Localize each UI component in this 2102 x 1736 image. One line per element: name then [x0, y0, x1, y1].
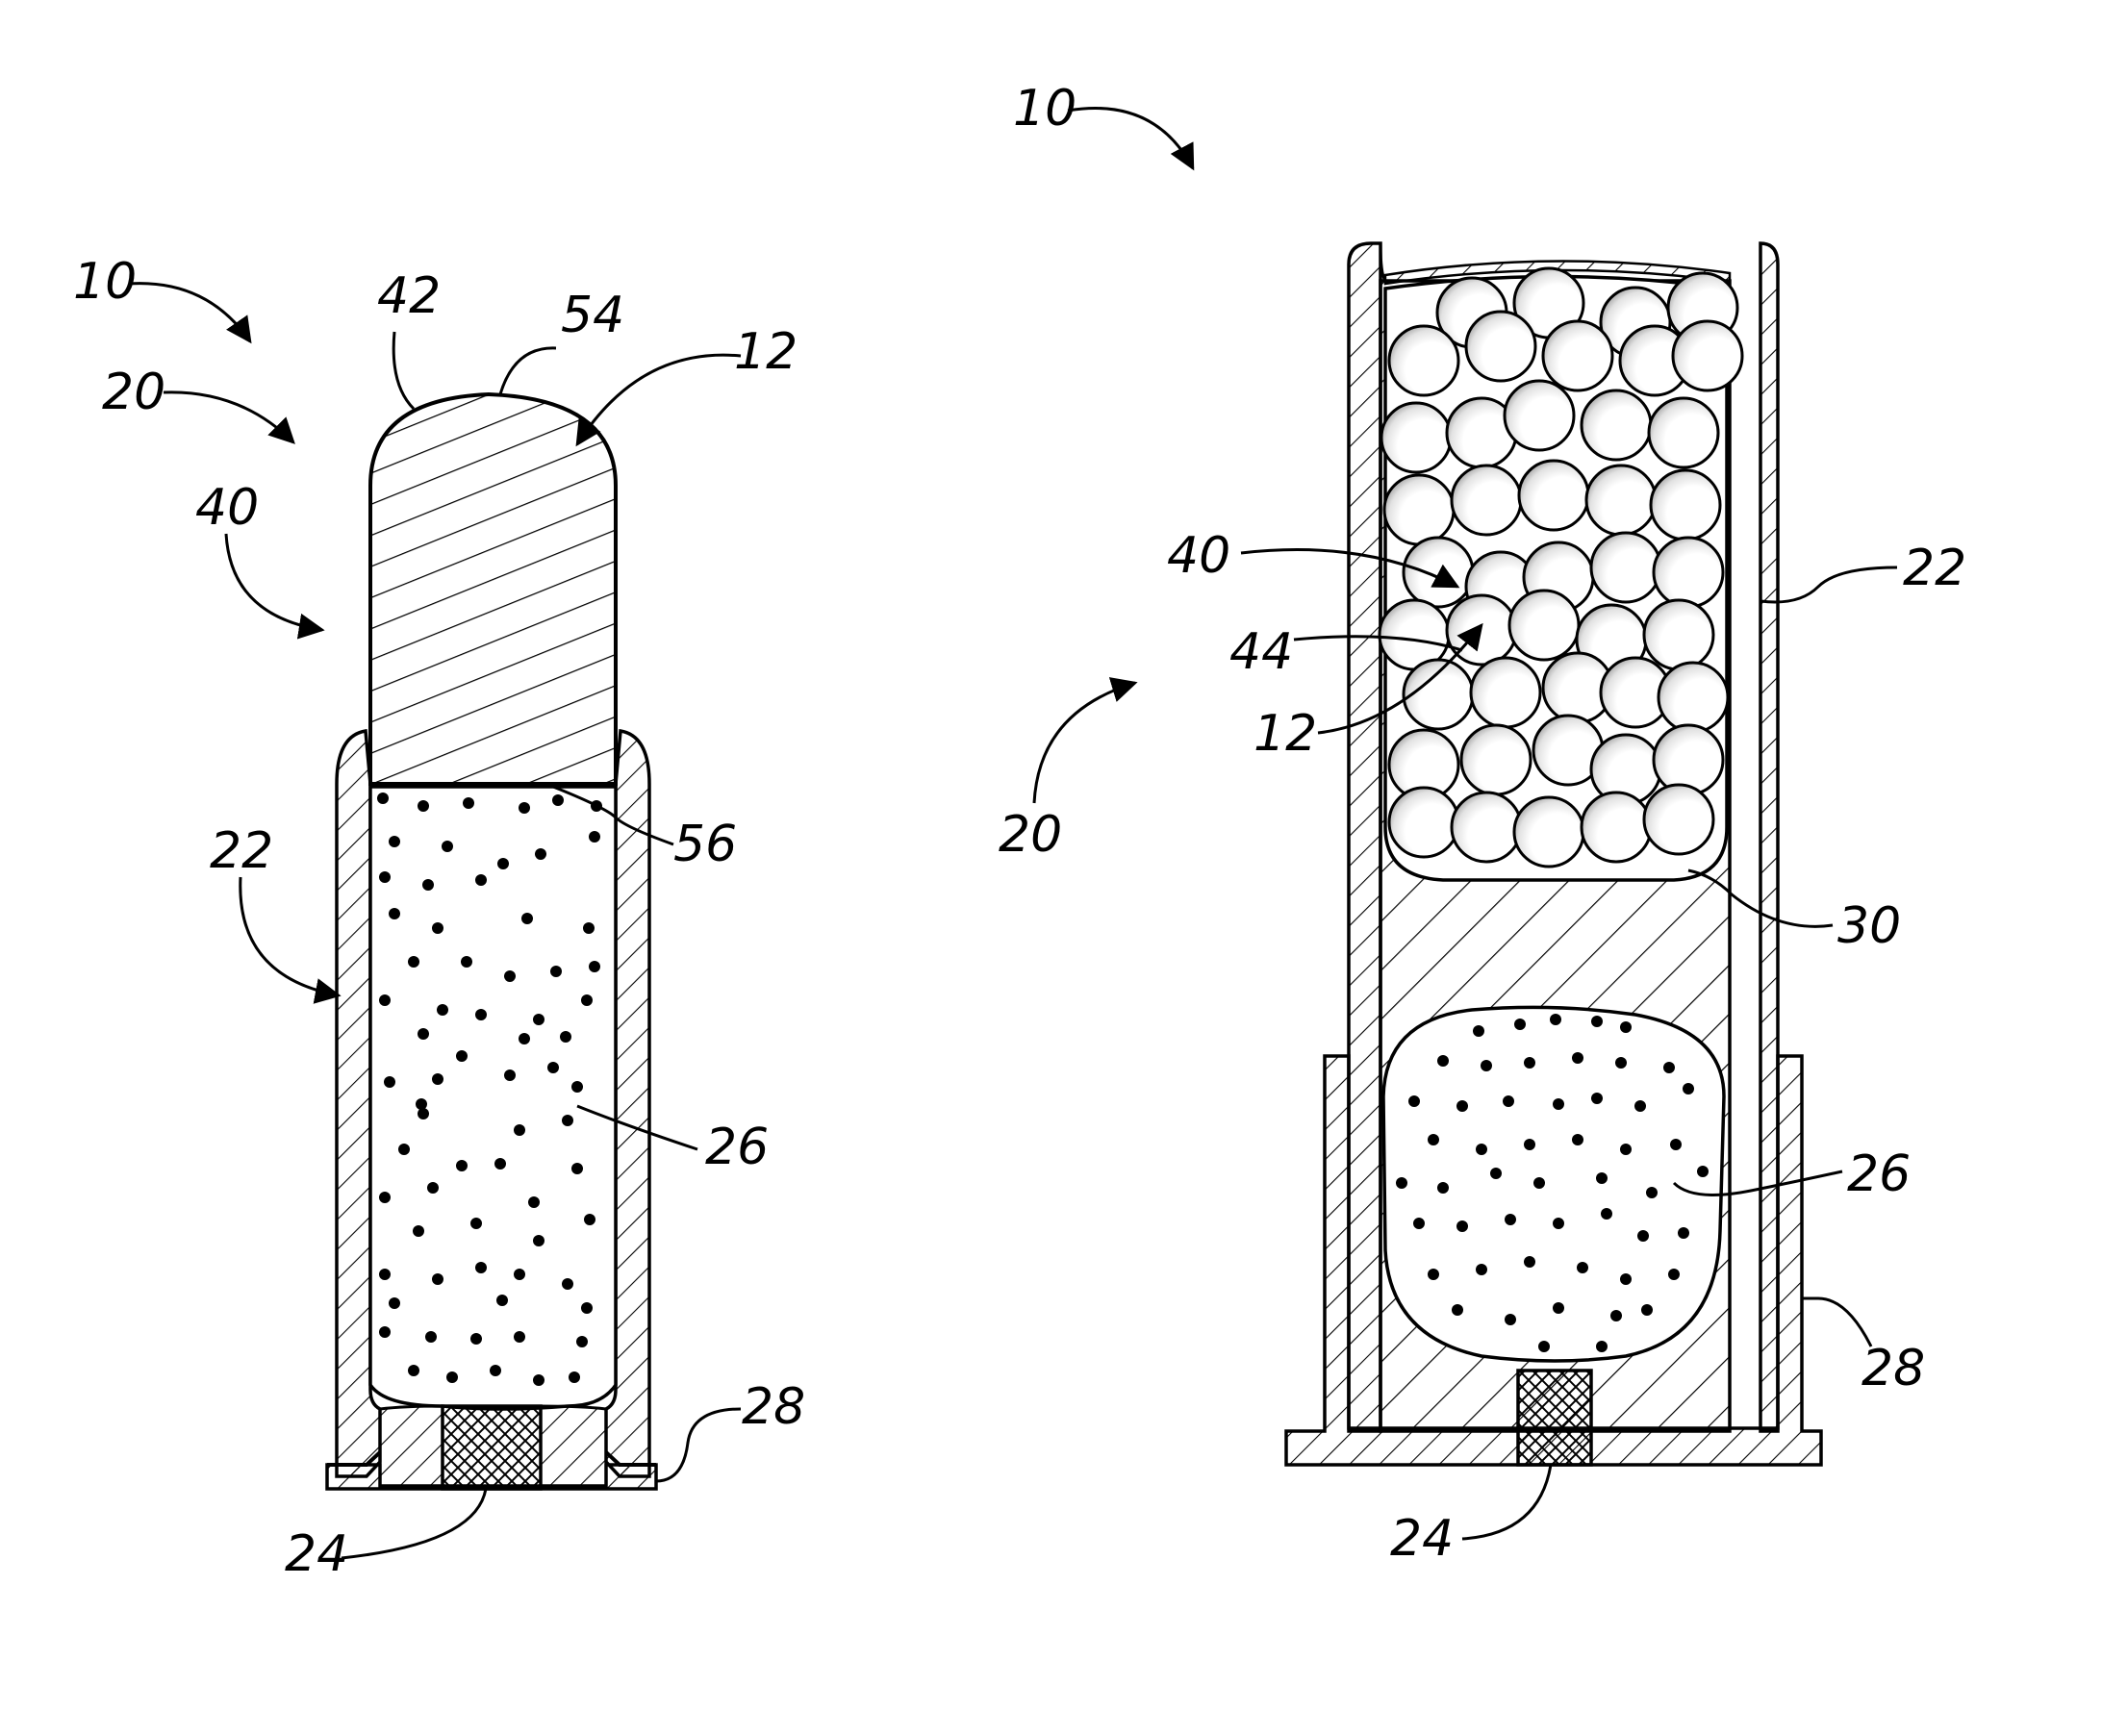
label-22-right: 22 — [1903, 540, 1966, 597]
bullet-body — [370, 394, 616, 784]
hull-wall-right — [1760, 243, 1778, 1431]
label-24-right: 24 — [1390, 1510, 1454, 1568]
label-54: 54 — [561, 287, 624, 344]
right-shotshell-figure — [1286, 243, 1821, 1465]
label-26-right: 26 — [1847, 1145, 1911, 1203]
label-40-right: 40 — [1167, 527, 1230, 585]
shot-pellet — [1654, 538, 1723, 607]
hull-wall-left — [1349, 243, 1380, 1431]
shot-pellet — [1649, 398, 1718, 467]
case-base-web — [380, 1406, 443, 1486]
label-42: 42 — [377, 267, 441, 325]
shot-pellet — [1404, 538, 1473, 607]
shot-pellet — [1543, 321, 1612, 390]
label-20-left: 20 — [102, 364, 165, 421]
shot-pellet — [1384, 475, 1454, 544]
shot-pellet — [1452, 465, 1521, 535]
shot-pellet — [1582, 390, 1651, 460]
label-44: 44 — [1229, 623, 1293, 681]
label-20-right: 20 — [999, 806, 1062, 864]
label-22-left: 22 — [210, 822, 273, 880]
shot-pellet — [1505, 381, 1574, 450]
shot-pellets — [1380, 268, 1742, 867]
case-base-web-right — [541, 1406, 606, 1486]
label-12-left: 12 — [734, 323, 798, 381]
shot-pellet — [1471, 658, 1540, 727]
shot-pellet — [1389, 326, 1458, 395]
shot-pellet — [1644, 600, 1713, 669]
shot-pellet — [1461, 725, 1531, 794]
shot-pellet — [1466, 312, 1535, 381]
label-12-right: 12 — [1254, 705, 1317, 763]
label-28-left: 28 — [742, 1378, 805, 1436]
shot-pellet — [1582, 793, 1651, 862]
shot-pellet — [1659, 663, 1728, 732]
label-10-left: 10 — [73, 253, 137, 311]
shot-pellet — [1651, 470, 1720, 540]
label-56: 56 — [673, 816, 737, 873]
shot-pellet — [1586, 465, 1656, 535]
shot-pellet — [1654, 725, 1723, 794]
shotshell-primer — [1518, 1371, 1591, 1465]
primer — [443, 1406, 541, 1489]
shot-pellet — [1509, 591, 1579, 660]
shot-pellet — [1452, 793, 1521, 862]
label-28-right: 28 — [1861, 1340, 1925, 1397]
shot-pellet — [1673, 321, 1742, 390]
label-40-left: 40 — [195, 479, 259, 537]
label-10-right: 10 — [1013, 80, 1076, 138]
shot-pellet — [1644, 785, 1713, 854]
shot-pellet — [1519, 461, 1588, 530]
shot-pellet — [1514, 797, 1583, 867]
shot-pellet — [1381, 403, 1451, 472]
label-26-left: 26 — [705, 1119, 769, 1176]
left-cartridge-figure — [327, 394, 656, 1489]
label-30: 30 — [1837, 897, 1901, 955]
propellant-charge — [370, 787, 616, 1409]
shot-pellet — [1389, 788, 1458, 857]
shot-pellet — [1591, 533, 1660, 602]
label-24-left: 24 — [285, 1525, 348, 1583]
